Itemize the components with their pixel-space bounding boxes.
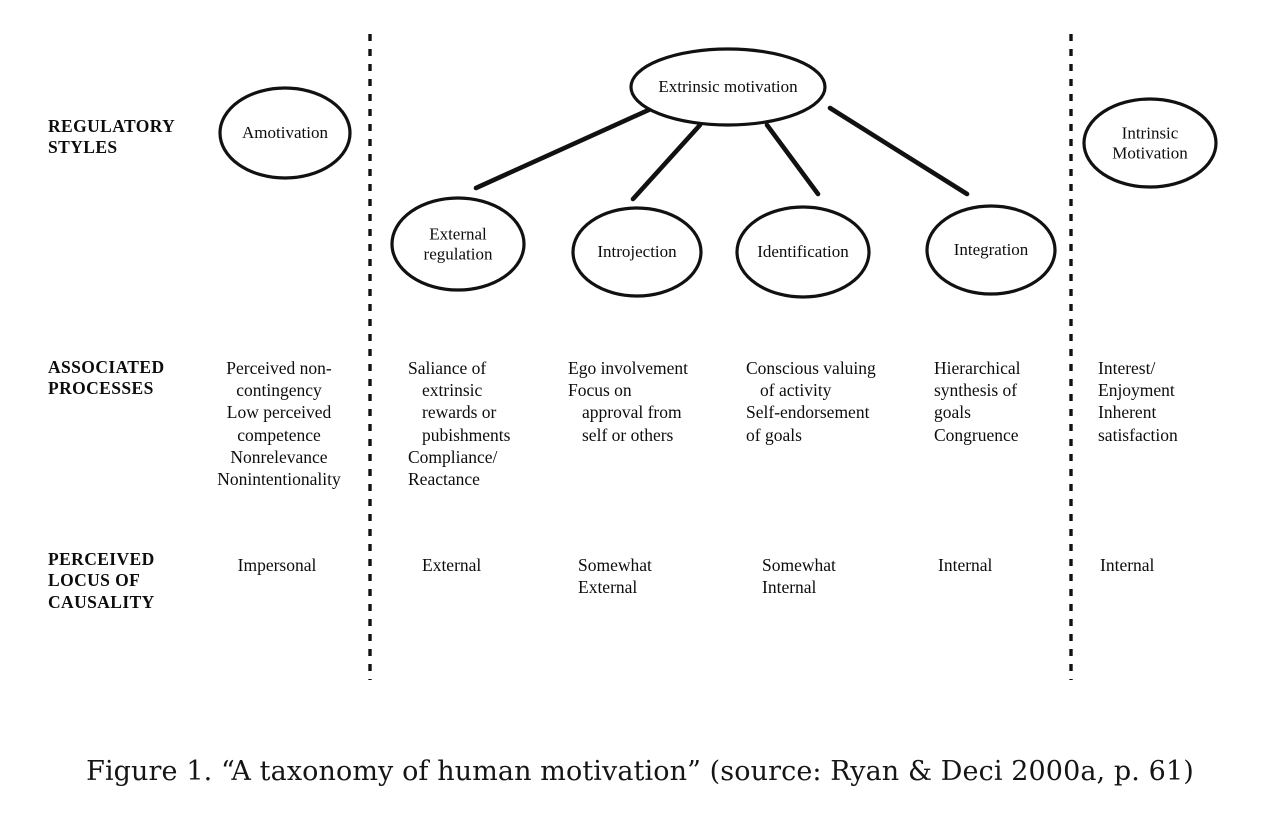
connector-extrinsic-to-integration bbox=[827, 105, 970, 197]
process-line: Perceived non- bbox=[226, 358, 332, 378]
process-line: Ego involvement bbox=[568, 358, 689, 378]
connector-group bbox=[473, 100, 970, 202]
figure-caption: Figure 1. “A taxonomy of human motivatio… bbox=[86, 756, 1194, 787]
process-line: Focus on bbox=[568, 380, 632, 401]
locus-intrinsic-motivation: Internal bbox=[1100, 555, 1155, 575]
process-line: Self-endorsement bbox=[746, 402, 870, 423]
process-line: contingency bbox=[236, 380, 322, 401]
process-line: pubishments bbox=[422, 424, 511, 445]
processes-amotivation: Perceived non- contingency Low perceived… bbox=[217, 357, 340, 490]
process-line: Nonintentionality bbox=[217, 469, 341, 490]
connector-extrinsic-to-identification bbox=[764, 122, 821, 197]
process-line: competence bbox=[237, 424, 321, 445]
process-line: Inherent bbox=[1098, 402, 1157, 423]
process-line: Compliance/ bbox=[408, 446, 498, 467]
node-label-introjection: Introjection bbox=[597, 242, 677, 262]
processes-external-regulation: Saliance of extrinsic rewards or pubishm… bbox=[408, 357, 510, 490]
node-label-identification: Identification bbox=[757, 242, 849, 262]
node-label-external-regulation: External regulation bbox=[423, 224, 493, 263]
process-line: goals bbox=[934, 402, 971, 423]
locus-introjection: Somewhat External bbox=[578, 555, 652, 598]
connector-extrinsic-to-external-regulation bbox=[473, 100, 667, 191]
connector-extrinsic-to-introjection bbox=[630, 122, 703, 202]
node-label-amotivation: Amotivation bbox=[242, 123, 328, 143]
row-label-perceived-locus-of-causality: PERCEIVED LOCUS OF CAUSALITY bbox=[48, 549, 155, 612]
process-line: of activity bbox=[760, 380, 832, 401]
locus-external-regulation: External bbox=[422, 555, 482, 575]
process-line: Hierarchical bbox=[934, 358, 1021, 378]
locus-integration: Internal bbox=[938, 555, 993, 575]
process-line: Enjoyment bbox=[1098, 380, 1175, 401]
process-line: self or others bbox=[582, 424, 674, 445]
process-line: Interest/ bbox=[1098, 358, 1156, 378]
process-line: approval from bbox=[582, 402, 682, 423]
locus-amotivation: Impersonal bbox=[237, 555, 317, 575]
process-line: Conscious valuing bbox=[746, 358, 876, 378]
row-label-associated-processes: ASSOCIATED PROCESSES bbox=[48, 357, 165, 399]
process-line: Reactance bbox=[408, 469, 480, 490]
processes-integration: Hierarchical synthesis of goals Congruen… bbox=[934, 357, 1020, 446]
node-label-extrinsic-motivation: Extrinsic motivation bbox=[658, 77, 798, 97]
process-line: extrinsic bbox=[422, 380, 483, 401]
process-line: of goals bbox=[746, 424, 802, 445]
node-label-intrinsic-motivation: Intrinsic Motivation bbox=[1112, 123, 1188, 162]
process-line: Nonrelevance bbox=[230, 446, 328, 467]
processes-introjection: Ego involvement Focus on approval from s… bbox=[568, 357, 688, 446]
processes-intrinsic-motivation: Interest/ Enjoyment Inherent satisfactio… bbox=[1098, 357, 1178, 446]
processes-identification: Conscious valuing of activity Self-endor… bbox=[746, 357, 876, 446]
process-line: Low perceived bbox=[226, 402, 332, 423]
process-line: Saliance of bbox=[408, 358, 487, 378]
row-label-regulatory-styles: REGULATORY STYLES bbox=[48, 116, 176, 158]
process-line: rewards or bbox=[422, 402, 497, 423]
process-line: Congruence bbox=[934, 424, 1019, 445]
process-line: satisfaction bbox=[1098, 424, 1178, 445]
locus-identification: Somewhat Internal bbox=[762, 555, 836, 598]
node-label-integration: Integration bbox=[953, 240, 1029, 260]
process-line: synthesis of bbox=[934, 380, 1018, 401]
